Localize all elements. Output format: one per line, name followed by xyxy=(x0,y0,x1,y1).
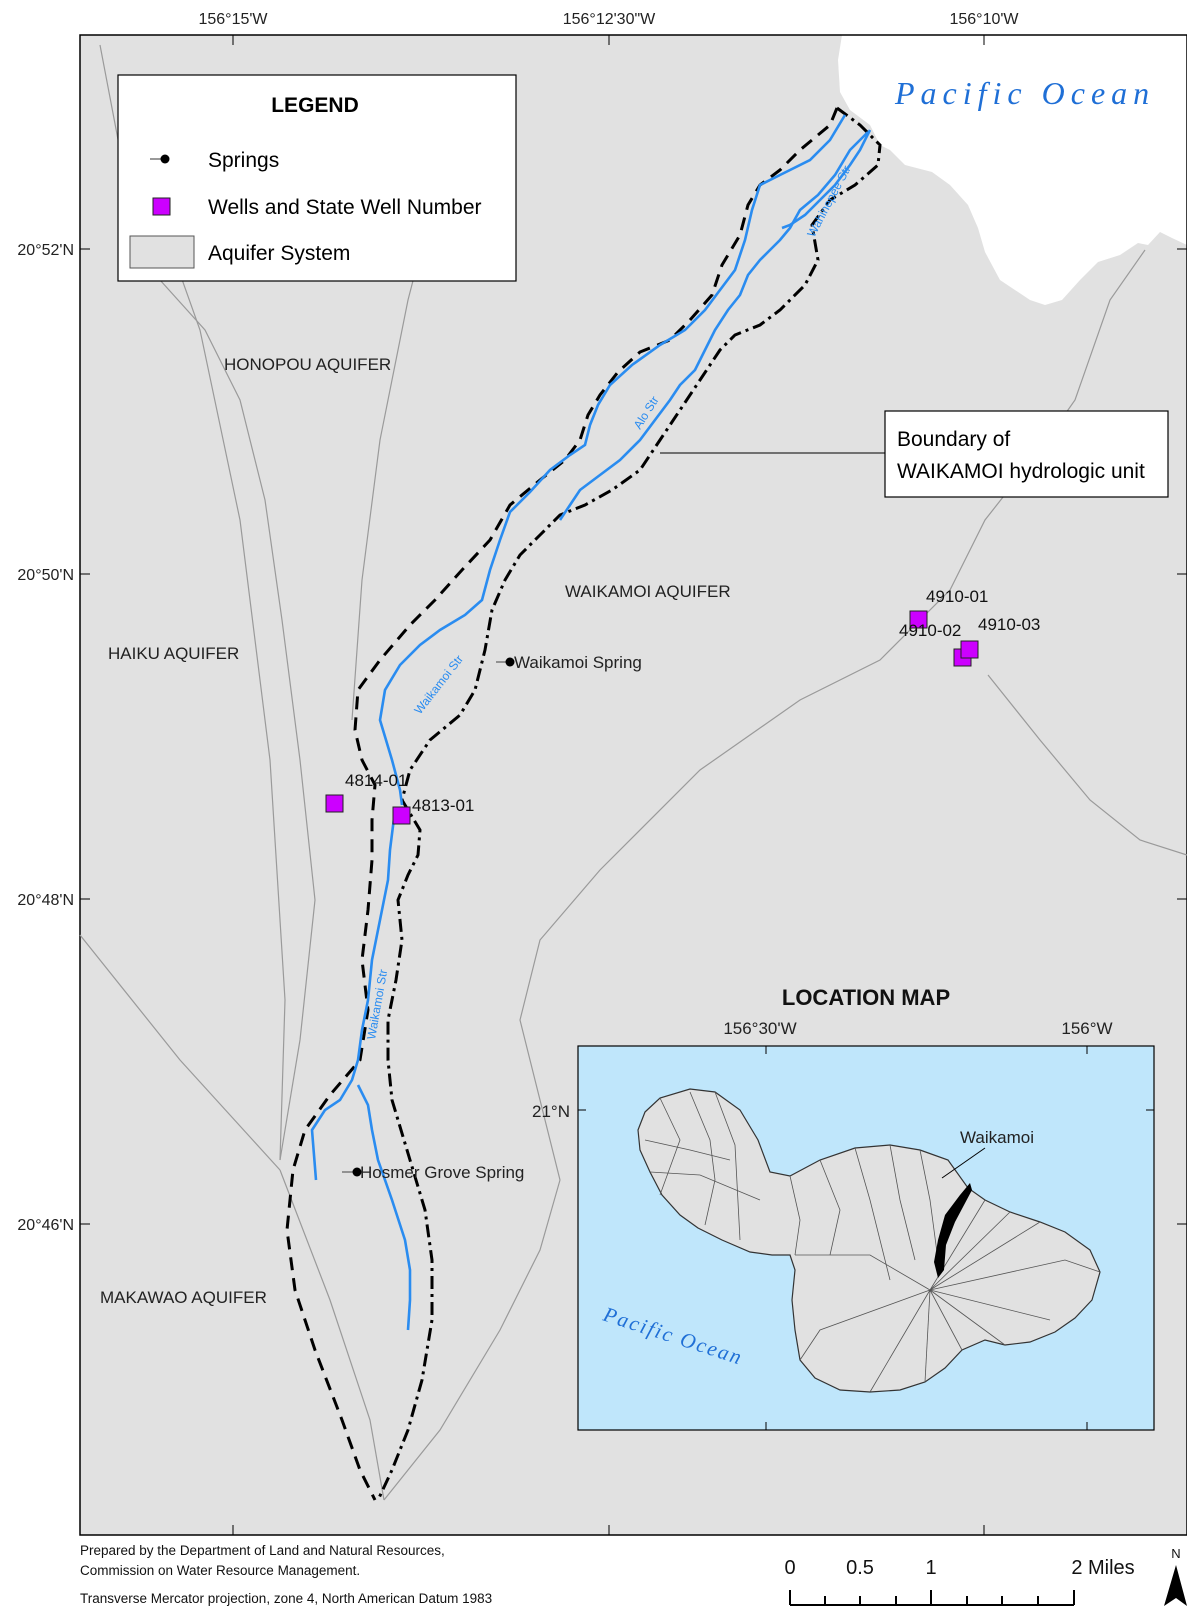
stream-wahinepee xyxy=(781,129,872,230)
spring-marker-waikamoi xyxy=(505,657,515,667)
inset-leader xyxy=(941,1147,986,1179)
well-label-4910-03: 4910-03 xyxy=(978,615,1040,634)
aquifer-label-makawao: MAKAWAO AQUIFER xyxy=(100,1288,267,1307)
location-map-lon-156: 156°W xyxy=(1061,1019,1112,1038)
unit-boundary-east xyxy=(376,106,882,1501)
location-map-ticks xyxy=(578,1046,1154,1430)
boundary-callout-line-1: Boundary of xyxy=(897,428,1010,451)
lon-label-156-12-30: 156°12'30"W xyxy=(563,11,656,28)
legend-item-springs: Springs xyxy=(208,149,279,172)
ocean-label: Pacific Ocean xyxy=(894,75,1155,111)
aquifer-label-honopou: HONOPOU AQUIFER xyxy=(224,355,391,374)
unit-boundary-west xyxy=(285,107,839,1501)
scale-label-0-5: 0.5 xyxy=(846,1557,874,1579)
graticule-ticks xyxy=(80,35,1187,1535)
streams xyxy=(310,114,872,1331)
footer-line-3: Transverse Mercator projection, zone 4, … xyxy=(80,1591,492,1606)
stream-waikamoi-branch xyxy=(356,1084,412,1331)
scale-bar xyxy=(789,1590,1075,1606)
well-label-4910-02: 4910-02 xyxy=(899,621,961,640)
location-map-title: LOCATION MAP xyxy=(782,985,950,1010)
location-map-lon-156-30: 156°30'W xyxy=(723,1019,796,1038)
legend-well-symbol xyxy=(152,197,171,216)
waikamoi-unit-highlight xyxy=(934,1183,972,1278)
maui-island xyxy=(637,1088,1101,1393)
boundary-callout-box xyxy=(884,410,1169,498)
lon-label-156-15: 156°15'W xyxy=(198,11,268,28)
stream-waikamoi-upper xyxy=(378,114,847,806)
lat-label-20-52: 20°52'N xyxy=(17,242,74,259)
lat-label-20-48: 20°48'N xyxy=(17,892,74,909)
lat-label-20-46: 20°46'N xyxy=(17,1217,74,1234)
legend-title: LEGEND xyxy=(271,94,359,117)
footer-line-2: Commission on Water Resource Management. xyxy=(80,1563,360,1578)
legend-item-aquifer: Aquifer System xyxy=(208,242,350,265)
well-label-4814-01: 4814-01 xyxy=(345,771,407,790)
location-map-unit-label: Waikamoi xyxy=(960,1128,1034,1147)
aquifer-label-haiku: HAIKU AQUIFER xyxy=(108,644,239,663)
legend-box xyxy=(117,74,517,282)
aquifer-label-waikamoi: WAIKAMOI AQUIFER xyxy=(565,582,731,601)
stream-waikamoi-lower xyxy=(310,809,397,1181)
lon-label-156-10: 156°10'W xyxy=(949,11,1019,28)
spring-label-hosmer-grove: Hosmer Grove Spring xyxy=(360,1163,524,1182)
spring-label-waikamoi: Waikamoi Spring xyxy=(514,653,642,672)
ocean-area xyxy=(838,35,1187,305)
legend-aquifer-symbol xyxy=(129,235,195,269)
well-4910-01 xyxy=(909,610,928,629)
stream-alo xyxy=(558,131,869,521)
well-label-4813-01: 4813-01 xyxy=(412,796,474,815)
scale-label-2-miles: 2 Miles xyxy=(1071,1557,1134,1579)
spring-marker-hosmer-grove xyxy=(352,1167,362,1177)
location-map-lat-21: 21°N xyxy=(532,1102,570,1121)
legend-spring-symbol xyxy=(160,154,170,164)
well-4814-01 xyxy=(325,794,344,813)
scale-label-1: 1 xyxy=(925,1557,936,1579)
footer-line-1: Prepared by the Department of Land and N… xyxy=(80,1543,445,1558)
well-4910-03 xyxy=(960,640,979,659)
well-label-4910-01: 4910-01 xyxy=(926,587,988,606)
north-arrow-icon xyxy=(1164,1565,1187,1606)
boundary-callout-line-2: WAIKAMOI hydrologic unit xyxy=(897,460,1145,483)
well-4813-01 xyxy=(392,806,411,825)
map-frame xyxy=(79,34,1187,1536)
wells xyxy=(325,610,979,825)
scale-label-0: 0 xyxy=(784,1557,795,1579)
maui-unit-lines xyxy=(644,1091,1101,1393)
north-label: N xyxy=(1171,1546,1180,1561)
lat-label-20-50: 20°50'N xyxy=(17,567,74,584)
legend-item-wells: Wells and State Well Number xyxy=(208,196,482,219)
